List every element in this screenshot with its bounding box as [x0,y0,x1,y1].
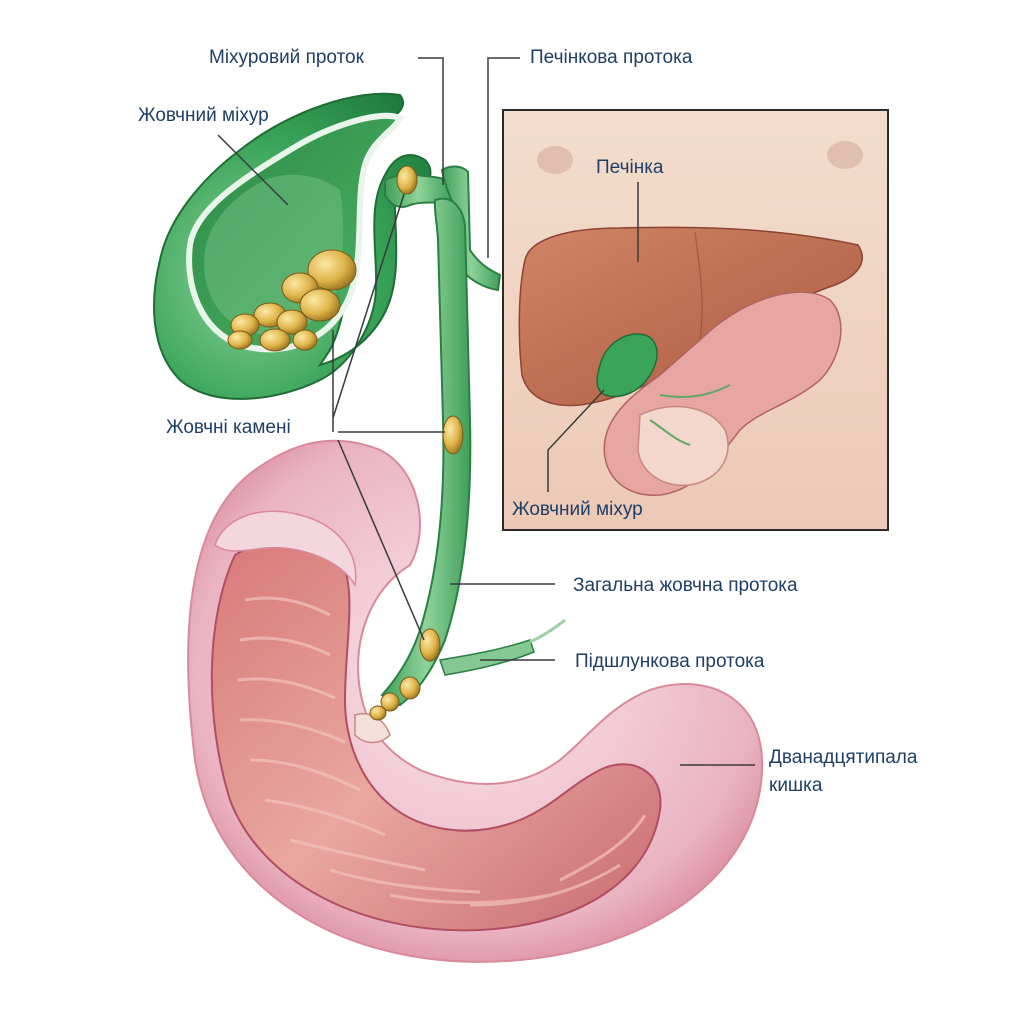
duodenum [187,439,764,963]
leader-inset-gallbladder [547,389,605,492]
inset-pancreas [637,405,729,486]
label-gallbladder: Жовчний міхур [138,105,269,126]
inset-panel [502,109,889,531]
label-common-bile-duct: Загальна жовчна протока [573,575,798,596]
leader-gallstones-4 [337,439,425,641]
leader-gallstones-2 [332,193,405,419]
label-cystic-duct: Міхуровий проток [209,47,364,68]
label-duodenum-line1: Дванадцятипала [769,747,918,768]
inset-gallbladder-shape [596,333,658,398]
label-inset-gallbladder: Жовчний міхур [512,499,643,520]
label-gallstones: Жовчні камені [166,417,291,438]
label-hepatic-duct: Печінкова протока [530,47,693,68]
leader-cystic-duct [418,57,444,185]
leader-lines [217,57,755,766]
label-pancreatic-duct: Підшлункова протока [575,651,765,672]
label-liver: Печінка [596,157,664,178]
gallstones [227,165,464,721]
leader-hepatic-duct [487,57,520,258]
gallbladder [153,92,432,400]
label-duodenum-line2: кишка [769,775,823,796]
leader-gallbladder [217,134,289,206]
